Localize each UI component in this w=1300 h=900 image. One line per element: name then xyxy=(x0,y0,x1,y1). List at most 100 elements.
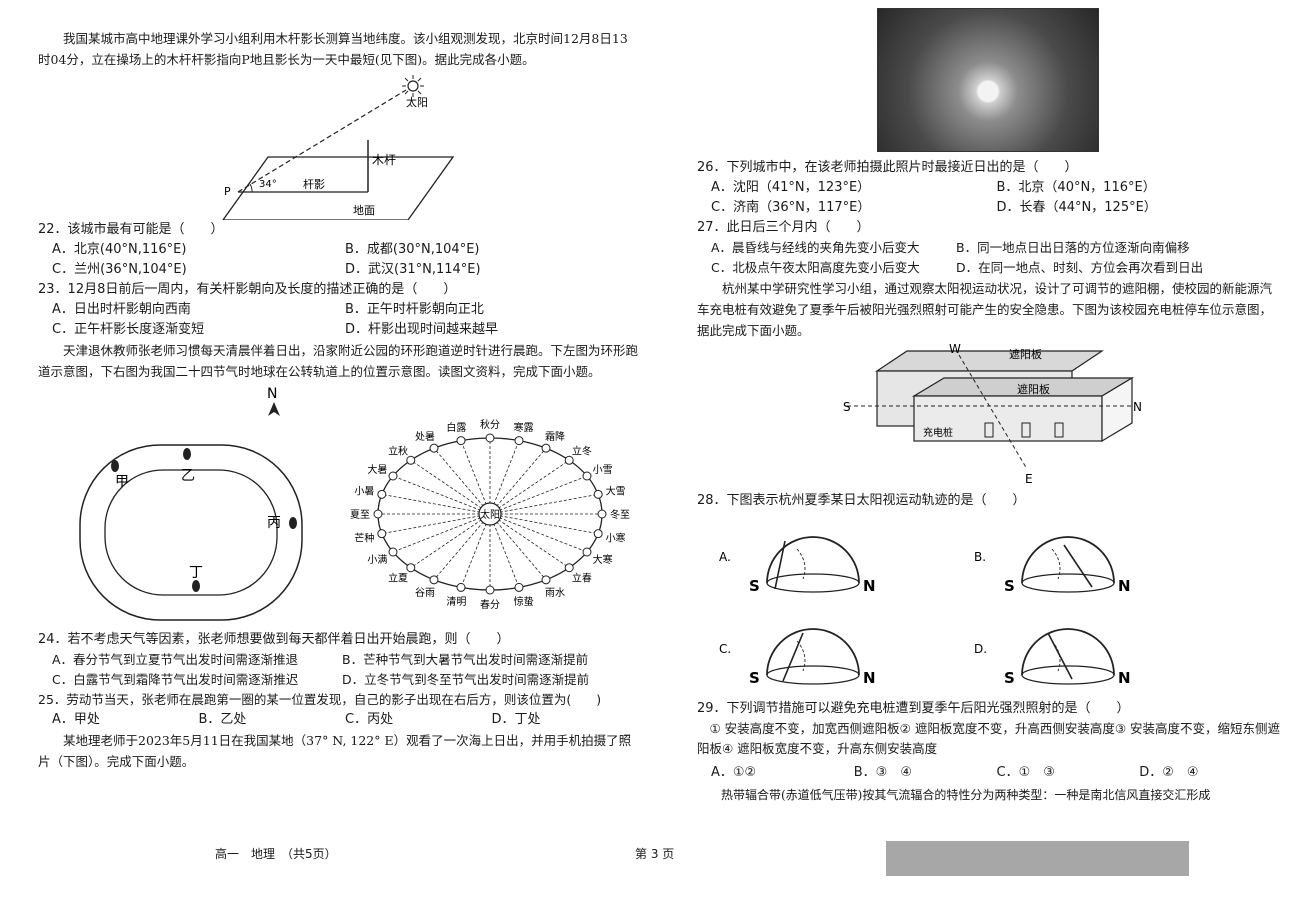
earth-position-10 xyxy=(582,471,592,481)
orbit-spoke xyxy=(489,459,570,515)
footer-course: 高一 地理 （共5页） xyxy=(215,847,337,861)
q29-option-c[interactable]: C．① ③ xyxy=(996,765,1055,780)
dome-north-label: N xyxy=(863,669,876,687)
charging-station-figure: 遮阳板 遮阳板 充电桩 W E S N xyxy=(697,341,1282,491)
orbit-spoke xyxy=(381,493,491,515)
solar-terms-orbit-diagram: 夏至小暑大暑立秋处暑白露秋分寒露霜降立冬小雪大雪冬至小寒大寒立春雨水惊蛰春分清明… xyxy=(350,418,630,611)
q26-option-b[interactable]: B．北京（40°N，116°E） xyxy=(996,180,1156,195)
q24-option-c[interactable]: C．白露节气到霜降节气出发时间需逐渐推迟 xyxy=(52,672,299,687)
sun-label: 太阳 xyxy=(406,96,428,109)
q26-options: A．沈阳（41°N，123°E） B．北京（40°N，116°E） C．济南（3… xyxy=(697,178,1282,218)
sun-icon xyxy=(402,75,424,97)
q27-option-d[interactable]: D．在同一地点、时刻、方位会再次看到日出 xyxy=(956,260,1204,275)
q27-option-a[interactable]: A．晨昏线与经线的夹角先变小后变大 xyxy=(711,240,920,255)
dome-north-label: N xyxy=(1118,669,1131,687)
q29-option-a[interactable]: A．①② xyxy=(711,765,757,780)
earth-position-11 xyxy=(593,489,603,499)
dome-option-label: A. xyxy=(719,550,731,564)
solar-term-label-12: 冬至 xyxy=(610,508,630,521)
earth-position-20 xyxy=(429,575,439,585)
earth-position-4 xyxy=(429,443,439,453)
solar-term-label-6: 秋分 xyxy=(480,418,500,431)
q29-option-d[interactable]: D．② ④ xyxy=(1139,765,1199,780)
angle-label: 34° xyxy=(259,179,277,190)
solar-term-label-5: 白露 xyxy=(446,421,466,434)
q24-option-a[interactable]: A．春分节气到立夏节气出发时间需逐渐推退 xyxy=(52,652,299,667)
q25-options: A．甲处 B．乙处 C．丙处 D．丁处 xyxy=(38,710,638,730)
q22-options: A．北京(40°N,116°E) B．成都(30°N,104°E) C．兰州(3… xyxy=(38,240,638,280)
point-p-label: P xyxy=(224,185,231,198)
solar-term-label-7: 寒露 xyxy=(514,421,534,434)
solar-term-label-20: 谷雨 xyxy=(415,587,435,599)
left-column: 我国某城市高中地理课外学习小组利用木杆影长测算当地纬度。该小组观测发现，北京时间… xyxy=(38,28,638,772)
q22-option-a[interactable]: A．北京(40°N,116°E) xyxy=(52,242,187,257)
earth-position-6 xyxy=(485,433,495,443)
q26-option-c[interactable]: C．济南（36°N，117°E） xyxy=(711,200,871,215)
question-27: 27．此日后三个月内（ ） xyxy=(697,220,870,235)
solar-term-label-21: 立夏 xyxy=(388,572,408,585)
question-22: 22．该城市最有可能是（ ） xyxy=(38,222,224,237)
orbit-spoke xyxy=(489,513,570,569)
q29-option-b[interactable]: B．③ ④ xyxy=(853,765,912,780)
dome-north-label: N xyxy=(1118,577,1131,595)
orbit-spoke xyxy=(489,513,547,581)
q27-option-b[interactable]: B．同一地点日出日落的方位逐渐向南偏移 xyxy=(956,240,1190,255)
q27-options: A．晨昏线与经线的夹角先变小后变大 B．同一地点日出日落的方位逐渐向南偏移 C．… xyxy=(697,238,1282,278)
q26-option-a[interactable]: A．沈阳（41°N，123°E） xyxy=(711,180,871,195)
q24-option-d[interactable]: D．立冬节气到冬至节气出发时间需逐渐提前 xyxy=(342,672,590,687)
q23-option-d[interactable]: D．杆影出现时间越来越早 xyxy=(345,322,499,337)
west-label: W xyxy=(949,342,961,356)
earth-position-5 xyxy=(456,436,466,446)
orbit-spoke xyxy=(489,493,599,515)
q24-option-b[interactable]: B．芒种节气到大暑节气出发时间需逐渐提前 xyxy=(342,652,589,667)
east-label: E xyxy=(1025,472,1033,486)
q22-option-c[interactable]: C．兰州(36°N,104°E) xyxy=(52,262,187,277)
solar-term-label-0: 夏至 xyxy=(350,509,370,521)
earth-position-8 xyxy=(541,443,551,453)
dome-south-label: S xyxy=(749,577,760,595)
orbit-spoke xyxy=(392,513,491,553)
solar-term-label-23: 芒种 xyxy=(354,531,374,544)
q22-option-b[interactable]: B．成都(30°N,104°E) xyxy=(345,242,480,257)
solar-term-label-22: 小满 xyxy=(367,554,387,566)
earth-position-19 xyxy=(456,582,466,592)
orbit-spoke xyxy=(392,475,491,515)
q23-option-c[interactable]: C．正午杆影长度逐渐变短 xyxy=(52,322,205,337)
solar-term-label-14: 大寒 xyxy=(593,553,613,566)
q26-option-d[interactable]: D．长春（44°N，125°E） xyxy=(996,200,1157,215)
q24-options: A．春分节气到立夏节气出发时间需逐渐推退 B．芒种节气到大暑节气出发时间需逐渐提… xyxy=(38,650,638,690)
solar-term-label-8: 霜降 xyxy=(545,430,565,443)
q27-option-c[interactable]: C．北极点午夜太阳高度先变小后变大 xyxy=(711,260,920,275)
intro-passage-5: 热带辐合带(赤道低气压带)按其气流辐合的特性分为两种类型：一种是南北信风直接交汇… xyxy=(721,788,1211,802)
point-jia-label: 甲 xyxy=(115,474,129,490)
running-track-diagram: N 甲 乙 丙 丁 xyxy=(79,386,303,621)
solar-term-label-15: 立春 xyxy=(572,572,592,585)
question-24: 24．若不考虑天气等因素，张老师想要做到每天都伴着日出开始晨跑，则（ ） xyxy=(38,632,510,647)
orbit-spoke xyxy=(489,475,588,515)
question-23: 23．12月8日前后一周内，有关杆影朝向及长度的描述正确的是（ ） xyxy=(38,282,457,297)
earth-position-17 xyxy=(514,582,524,592)
q23-options: A．日出时杆影朝向西南 B．正午时杆影朝向正北 C．正午杆影长度逐渐变短 D．杆… xyxy=(38,300,638,340)
q25-option-d[interactable]: D．丁处 xyxy=(491,712,541,727)
solar-term-label-10: 小雪 xyxy=(593,464,613,476)
pole-label: 木杆 xyxy=(372,153,396,167)
q22-option-d[interactable]: D．武汉(31°N,114°E) xyxy=(345,262,481,277)
right-column: 26．下列城市中，在该老师拍摄此照片时最接近日出的是（ ） A．沈阳（41°N，… xyxy=(697,8,1282,806)
q23-option-a[interactable]: A．日出时杆影朝向西南 xyxy=(52,302,191,317)
intro-passage-3: 某地理老师于2023年5月11日在我国某地（37° N, 122° E）观看了一… xyxy=(38,733,632,769)
q25-option-a[interactable]: A．甲处 xyxy=(52,712,100,727)
q25-option-b[interactable]: B．乙处 xyxy=(198,712,247,727)
north-label: N xyxy=(267,386,277,402)
q25-option-c[interactable]: C．丙处 xyxy=(345,712,394,727)
earth-position-14 xyxy=(582,547,592,557)
dome-south-label: S xyxy=(1004,577,1015,595)
sunshade-front-label: 遮阳板 xyxy=(1017,382,1050,396)
q23-option-b[interactable]: B．正午时杆影朝向正北 xyxy=(345,302,484,317)
dome-south-label: S xyxy=(1004,669,1015,687)
orbit-spoke xyxy=(489,440,520,515)
q29-options: A．①② B．③ ④ C．① ③ D．② ④ xyxy=(697,763,1282,783)
question-29-body: ① 安装高度不变，加宽西侧遮阳板② 遮阳板宽度不变，升高西侧安装高度③ 安装高度… xyxy=(697,721,1281,756)
